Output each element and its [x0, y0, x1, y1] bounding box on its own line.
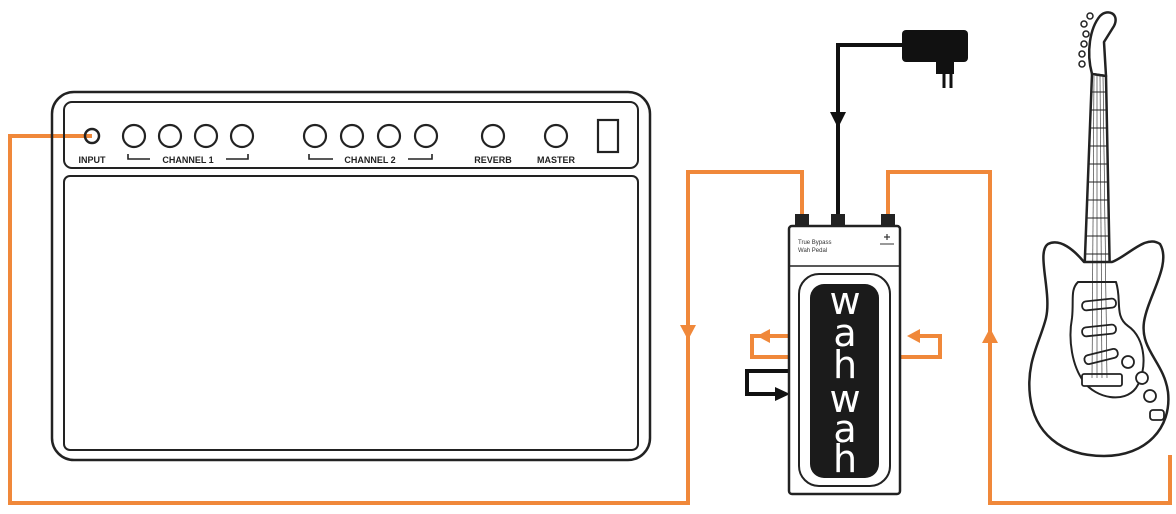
pedal-output-jack	[795, 214, 809, 226]
amp-input-jack	[83, 127, 101, 145]
master-knob	[543, 123, 569, 149]
channel-1-label: CHANNEL 1	[162, 155, 213, 165]
guitar-pickups	[1081, 297, 1119, 366]
amp-power-switch	[596, 118, 620, 154]
channel-1-knobs	[121, 123, 255, 149]
knob	[413, 123, 439, 149]
power-arrow-down-icon	[830, 112, 846, 128]
amplifier	[50, 90, 652, 462]
wah-letter: a	[833, 407, 856, 451]
wah-letter: a	[833, 311, 856, 355]
pedal-brand-line-1: True Bypass	[798, 240, 831, 246]
bypass-loop	[745, 369, 790, 401]
guitar-tuners	[1078, 12, 1094, 68]
pedal-input-jack	[881, 214, 895, 226]
wah-letter: w	[829, 279, 860, 323]
pedal-dc-polarity-icon	[880, 234, 894, 245]
knob	[121, 123, 147, 149]
channel-1-bracket	[127, 154, 150, 160]
guitar-control-knobs	[1121, 355, 1157, 403]
cable-amp-to-pedal-output	[8, 134, 804, 505]
power-adapter-body	[902, 30, 968, 62]
signal-loop-left	[750, 334, 793, 359]
channel-2-bracket	[308, 154, 333, 160]
amp-control-panel	[63, 101, 639, 169]
knob	[193, 123, 219, 149]
channel-2-knobs	[302, 123, 439, 149]
amp-labels: INPUT CHANNEL 1 CHANNEL 2 REVERB MASTER	[79, 155, 576, 165]
guitar-headstock	[1088, 11, 1117, 78]
knob	[229, 123, 255, 149]
power-cable	[836, 43, 904, 218]
knob	[302, 123, 328, 149]
master-label: MASTER	[537, 155, 576, 165]
wah-text: w a h w a h	[829, 279, 860, 481]
guitar-strings	[1091, 75, 1108, 379]
power-adapter	[830, 30, 968, 218]
channel-2-label: CHANNEL 2	[344, 155, 395, 165]
power-adapter-neck	[936, 60, 954, 74]
knob	[376, 123, 402, 149]
wah-letter: h	[833, 343, 857, 387]
arrow-right-loop-in	[907, 329, 920, 343]
pedal-dc-jack	[831, 214, 845, 226]
reverb-knob	[480, 123, 506, 149]
reverb-label: REVERB	[474, 155, 512, 165]
knob	[157, 123, 183, 149]
pedal-tread	[810, 284, 879, 478]
amp-cabinet	[50, 90, 652, 462]
wah-letter: h	[833, 437, 857, 481]
arrow-left-loop	[757, 329, 770, 343]
arrow-up-right-cable	[982, 328, 998, 343]
arrow-down-left-cable	[680, 325, 696, 340]
input-label: INPUT	[79, 155, 107, 165]
guitar-output-jack	[1149, 409, 1165, 421]
knob	[339, 123, 365, 149]
wah-letter: w	[829, 377, 860, 421]
pedal-brand-line-2: Wah Pedal	[798, 248, 827, 254]
guitar-frets	[1086, 91, 1110, 255]
wah-pedal: True Bypass Wah Pedal w a h w a h	[787, 214, 902, 496]
electric-guitar	[1028, 11, 1170, 458]
cable-arrows	[680, 325, 998, 343]
cables	[8, 134, 1172, 505]
signal-loop-right	[900, 334, 942, 359]
amp-speaker-grille	[63, 175, 639, 451]
